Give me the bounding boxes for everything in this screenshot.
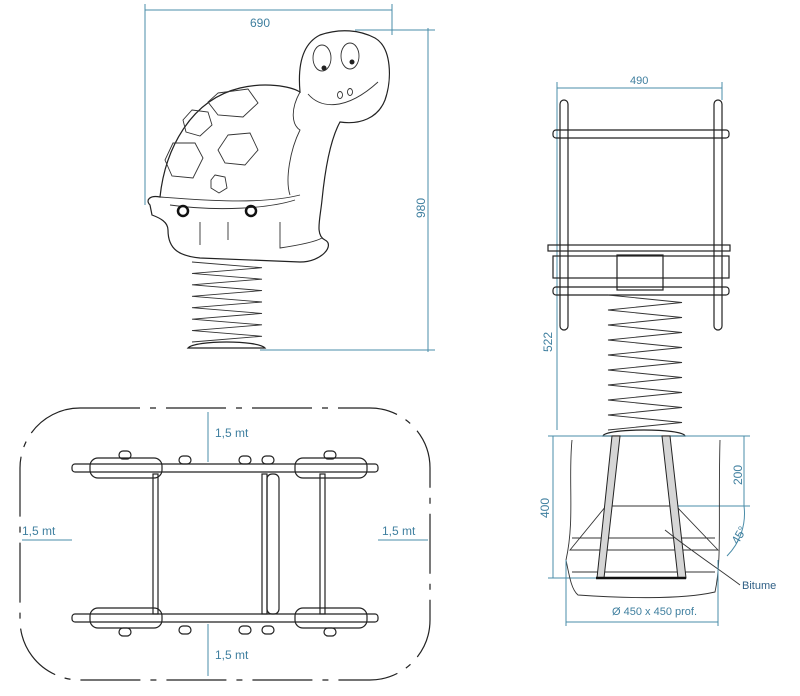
bitume-leader bbox=[664, 529, 741, 586]
foot-bar bbox=[552, 286, 730, 296]
knob bbox=[118, 627, 132, 637]
cross-bar bbox=[319, 473, 326, 615]
handle-plate bbox=[89, 457, 163, 479]
knob bbox=[238, 455, 252, 465]
handle-plate bbox=[294, 457, 368, 479]
width-label: 690 bbox=[250, 16, 270, 30]
handle-bolt bbox=[244, 204, 258, 218]
cross-bar bbox=[152, 473, 159, 615]
shell-hexagon bbox=[210, 174, 228, 194]
shell-edge bbox=[287, 91, 301, 196]
concrete-outline bbox=[569, 505, 720, 573]
turtle-legs bbox=[199, 222, 323, 249]
spring-base bbox=[602, 429, 686, 437]
handle-plate bbox=[294, 607, 368, 629]
anchor-leg bbox=[596, 435, 621, 579]
knob bbox=[261, 455, 275, 465]
spring-mount bbox=[616, 254, 664, 291]
zone-bottom-label: 1,5 mt bbox=[215, 648, 249, 662]
front-view: 690 980 bbox=[144, 4, 435, 352]
side-view: 490 522 400 200 45° Bitume Ø 450 x 450 p… bbox=[538, 75, 776, 626]
turtle-eye bbox=[312, 44, 332, 72]
turtle-nostril bbox=[337, 91, 343, 99]
width-label: 490 bbox=[630, 75, 648, 87]
spring bbox=[191, 261, 263, 343]
knob bbox=[118, 450, 132, 460]
spring-height-label: 522 bbox=[541, 332, 555, 352]
knob bbox=[238, 625, 252, 635]
rail bbox=[71, 463, 379, 473]
spring-base bbox=[186, 341, 267, 349]
turtle-nostril bbox=[347, 88, 353, 96]
handle-plate bbox=[89, 607, 163, 629]
handle-bar bbox=[552, 129, 730, 139]
zone-right-label: 1,5 mt bbox=[382, 524, 416, 538]
side-panel bbox=[713, 99, 723, 331]
spring bbox=[607, 294, 683, 431]
knob bbox=[178, 455, 192, 465]
seat-block bbox=[552, 255, 730, 279]
turtle-eye bbox=[340, 42, 360, 70]
top-view: 1,5 mt 1,5 mt 1,5 mt 1,5 mt bbox=[19, 407, 431, 681]
shell-hexagon bbox=[182, 109, 213, 137]
side-panel bbox=[559, 99, 569, 331]
knob bbox=[323, 627, 337, 637]
shell-hexagon bbox=[164, 142, 204, 179]
height-label: 980 bbox=[414, 198, 428, 218]
knob bbox=[323, 450, 337, 460]
zone-left-label: 1,5 mt bbox=[22, 524, 56, 538]
zone-top-label: 1,5 mt bbox=[215, 426, 249, 440]
hole-outline bbox=[565, 439, 721, 599]
cross-bar bbox=[261, 473, 268, 615]
spring-profile bbox=[266, 473, 280, 615]
eye-pupil bbox=[321, 65, 327, 71]
shell-hexagon bbox=[217, 132, 259, 166]
rail bbox=[71, 613, 379, 623]
upper-label: 200 bbox=[731, 465, 745, 485]
shell-rim bbox=[159, 194, 301, 202]
eye-pupil bbox=[349, 59, 355, 65]
shell-hexagon bbox=[207, 88, 259, 118]
knobs bbox=[118, 450, 337, 637]
turtle-mouth bbox=[307, 81, 379, 105]
seat-plate bbox=[547, 244, 731, 252]
angle-label: 45° bbox=[728, 524, 749, 547]
depth-label: 400 bbox=[538, 498, 552, 518]
knob bbox=[178, 625, 192, 635]
safety-zone-outline bbox=[19, 407, 431, 681]
hole-label: Ø 450 x 450 prof. bbox=[612, 606, 697, 618]
anchor-leg bbox=[661, 435, 687, 579]
turtle-outline bbox=[147, 30, 390, 263]
bitume-label: Bitume bbox=[742, 580, 776, 592]
knob bbox=[261, 625, 275, 635]
angle-arc bbox=[726, 505, 745, 557]
handle-bolt bbox=[176, 204, 190, 218]
